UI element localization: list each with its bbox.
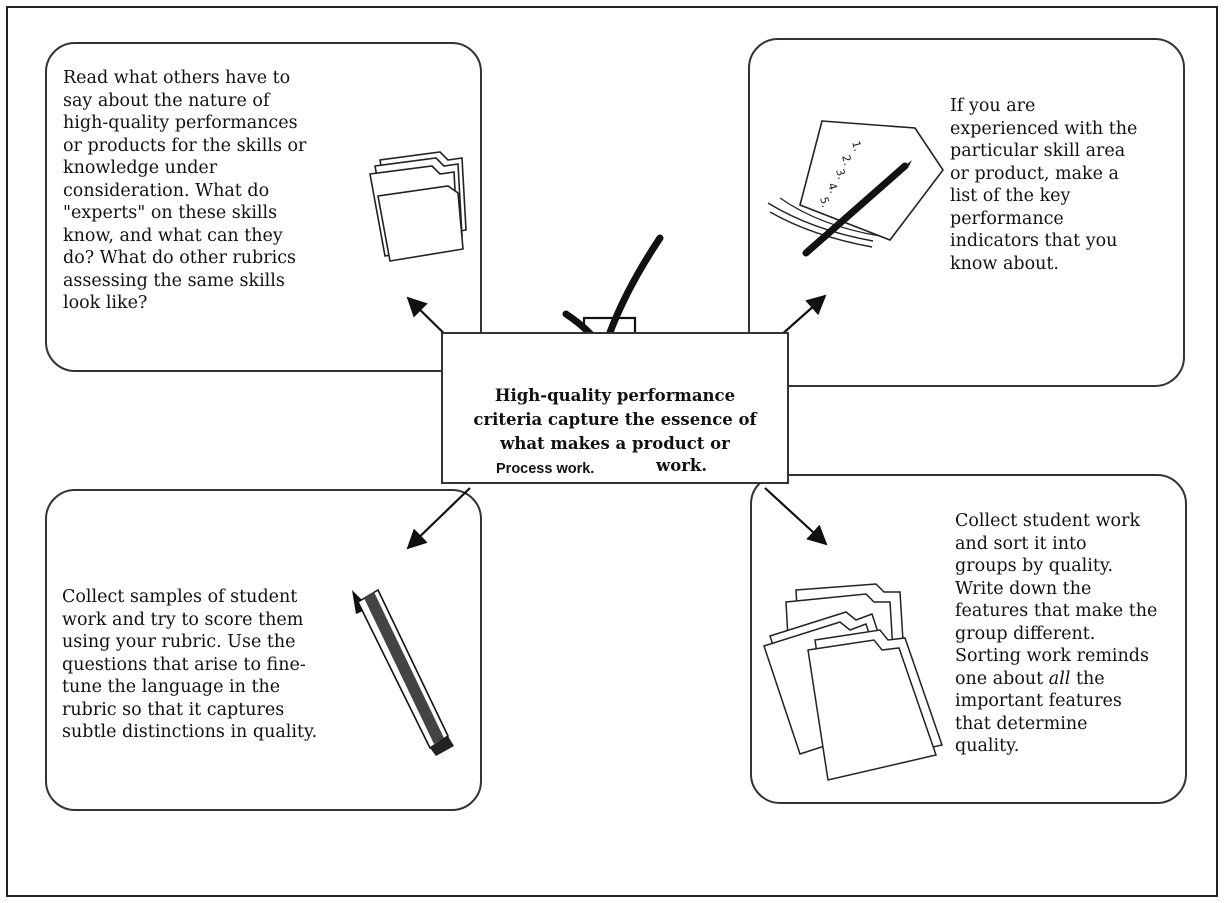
checklist-icon: 1. 2. 3. 4. 5. (767, 120, 944, 257)
box-bottom-left-text: Collect samples of student work and try … (62, 587, 318, 742)
box-bottom-right-text: Collect student work and sort it into gr… (955, 511, 1158, 756)
box-top-right-text: If you are experienced with the particul… (950, 96, 1138, 274)
center-box (441, 332, 789, 484)
center-main-text: High-quality performance criteria captur… (473, 386, 757, 453)
box-top-left-text: Read what others have to say about the n… (63, 68, 307, 313)
list-number-2: 2. (839, 153, 854, 167)
folder-icon (369, 151, 467, 262)
list-number-5: 5. (817, 195, 832, 209)
arrow-bottom-left (406, 487, 471, 550)
list-number-4: 4. (825, 181, 840, 195)
list-number-3: 3. (833, 167, 848, 181)
center-overlay-text: Process work. (496, 461, 595, 477)
emphasis-all: all (1048, 668, 1071, 689)
list-number-1: 1. (849, 139, 864, 153)
folders-stack-icon (763, 583, 943, 781)
pencil-icon (352, 588, 454, 756)
box-bottom-left (45, 489, 482, 811)
center-last-word: work. (656, 456, 708, 475)
diagram-frame (6, 6, 1218, 897)
arrow-bottom-right (764, 487, 828, 546)
